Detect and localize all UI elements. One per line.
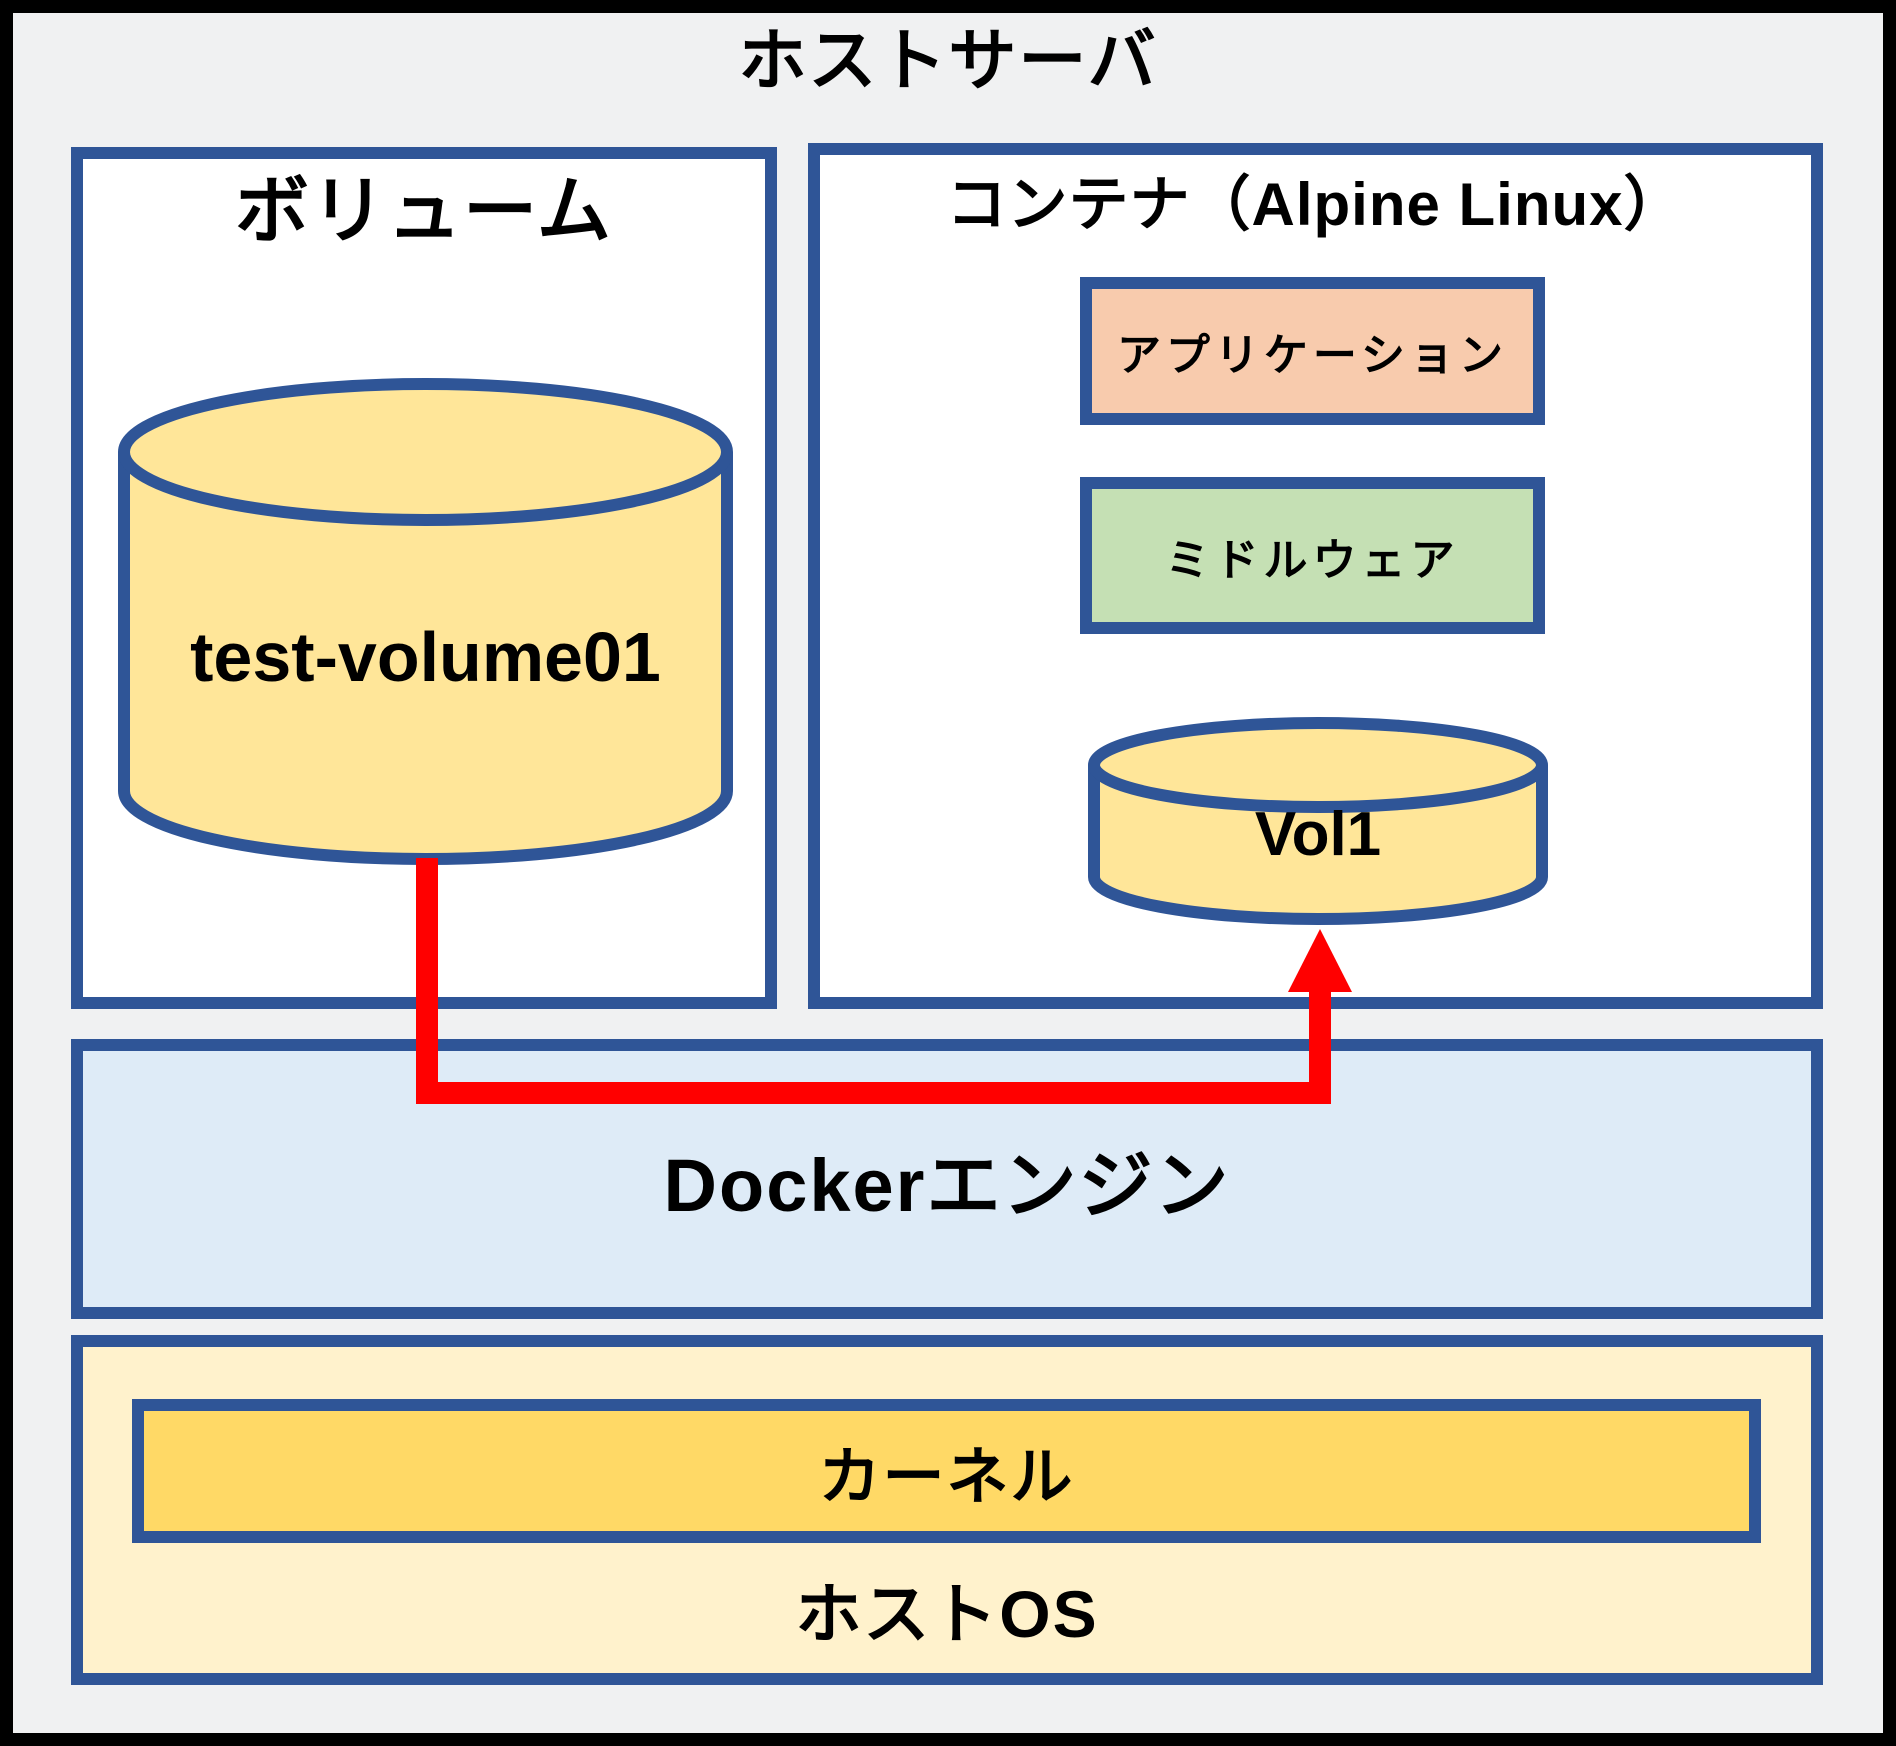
host-os-label: ホストOS [795,1577,1099,1651]
middleware-box: ミドルウェア [1080,477,1545,634]
vol1-cylinder-label: Vol1 [1254,800,1382,869]
middleware-label: ミドルウェア [1165,535,1460,585]
volume-cylinder-label: test-volume01 [190,618,661,696]
volume-cylinder-shape [118,378,733,865]
application-box: アプリケーション [1080,277,1545,425]
docker-engine-box: Dockerエンジン [71,1039,1823,1319]
volume-box-title: ボリューム [235,169,613,252]
kernel-label: カーネル [818,1443,1075,1512]
page-title: ホストサーバ [738,23,1158,99]
kernel-box: カーネル [132,1399,1761,1543]
container-box-title: コンテナ（Alpine Linux） [946,171,1685,238]
application-label: アプリケーション [1116,331,1509,380]
docker-engine-label: Dockerエンジン [663,1143,1231,1227]
